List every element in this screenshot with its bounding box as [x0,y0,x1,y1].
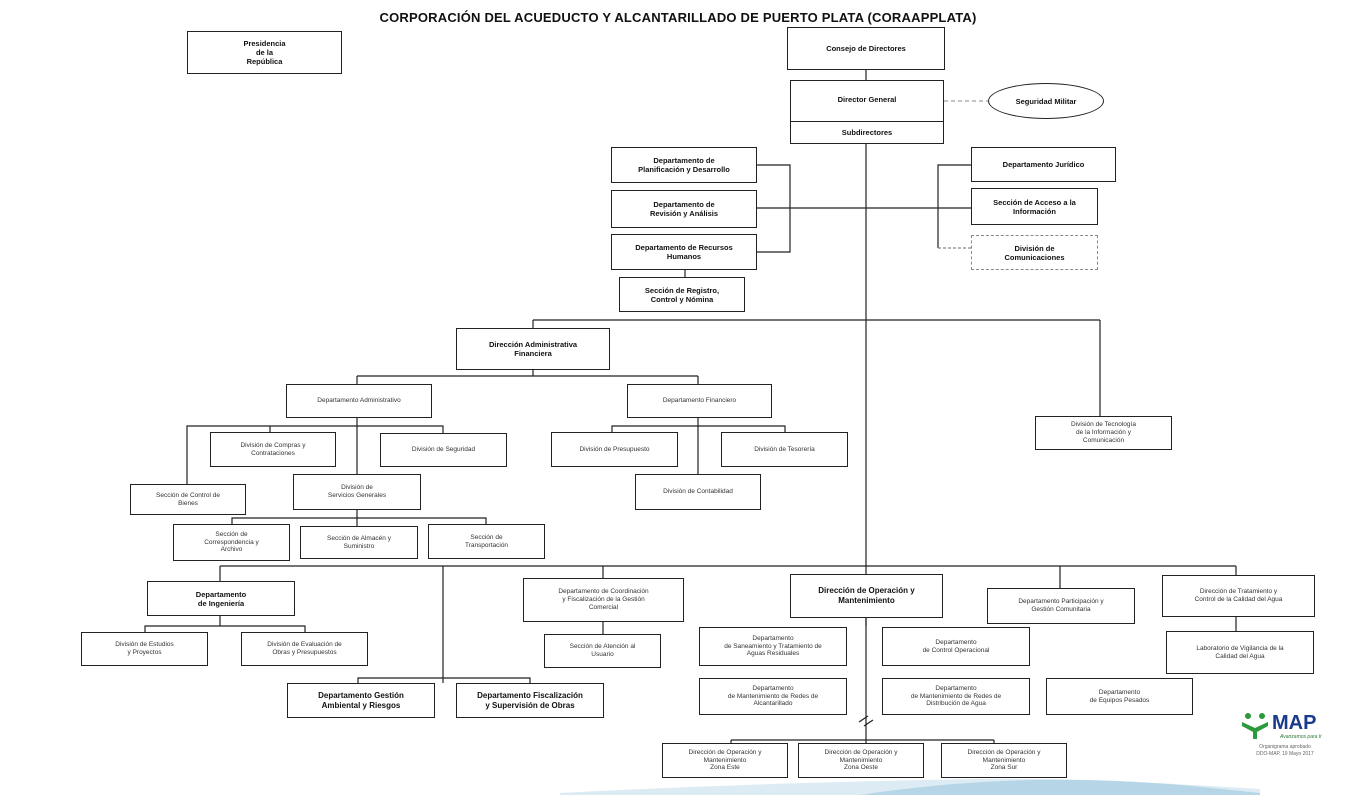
estudios-proyectos-box: División de Estudios y Proyectos [81,632,208,666]
zona-este-box: Dirección de Operación y Mantenimiento Z… [662,743,788,778]
juridico-box: Departamento Jurídico [971,147,1116,182]
presidencia-box: Presidencia de la República [187,31,342,74]
control-operacional-box: Departamento de Control Operacional [882,627,1030,666]
seguridad-box: División de Seguridad [380,433,507,467]
planificacion-box: Departamento de Planificación y Desarrol… [611,147,757,183]
acceso-informacion-box: Sección de Acceso a la Información [971,188,1098,225]
contabilidad-box: División de Contabilidad [635,474,761,510]
ingenieria-box: Departamento de Ingeniería [147,581,295,616]
recursos-humanos-box: Departamento de Recursos Humanos [611,234,757,270]
tratamiento-calidad-box: Dirección de Tratamiento y Control de la… [1162,575,1315,617]
revision-analisis-box: Departamento de Revisión y Análisis [611,190,757,228]
dir-operacion-box: Dirección de Operación y Mantenimiento [790,574,943,618]
tesoreria-box: División de Tesorería [721,432,848,467]
participacion-comunitaria-box: Departamento Participación y Gestión Com… [987,588,1135,624]
div-tic-box: División de Tecnología de la Información… [1035,416,1172,450]
chart-title: CORPORACIÓN DEL ACUEDUCTO Y ALCANTARILLA… [379,10,977,25]
atencion-usuario-box: Sección de Atención al Usuario [544,634,661,668]
map-logo-text: MAP [1272,712,1317,734]
seguridad-militar-ellipse: Seguridad Militar [988,83,1104,119]
map-logo-tagline: Avanzamos para ti [1280,734,1322,740]
decorative-wave [560,778,1260,795]
mant-alcantarillado-box: Departamento de Mantenimiento de Redes d… [699,678,847,715]
dir-administrativa-box: Dirección Administrativa Financiera [456,328,610,370]
dep-financiero-box: Departamento Financiero [627,384,772,418]
subdirectores-label: Subdirectores [790,121,944,143]
zona-oeste-box: Dirección de Operación y Mantenimiento Z… [798,743,924,778]
approval-note: Organigrama aprobado DDO-MAP, 19 Mayo 20… [1256,744,1314,757]
mant-distribucion-box: Departamento de Mantenimiento de Redes d… [882,678,1030,715]
correspondencia-box: Sección de Correspondencia y Archivo [173,524,290,561]
map-logo: MAP Avanzamos para ti Organigrama aproba… [1240,710,1340,770]
almacen-box: Sección de Almacén y Suministro [300,526,418,559]
dep-administrativo-box: Departamento Administrativo [286,384,432,418]
transportacion-box: Sección de Transportación [428,524,545,559]
director-general-box: Director General [790,80,944,144]
fiscalizacion-box: Departamento Fiscalización y Supervisión… [456,683,604,718]
coord-comercial-box: Departamento de Coordinación y Fiscaliza… [523,578,684,622]
saneamiento-box: Departamento de Saneamiento y Tratamient… [699,627,847,666]
consejo-directores-box: Consejo de Directores [787,27,945,70]
equipos-pesados-box: Departamento de Equipos Pesados [1046,678,1193,715]
map-logo-icon [1242,713,1268,739]
gestion-ambiental-box: Departamento Gestión Ambiental y Riesgos [287,683,435,718]
evaluacion-obras-box: División de Evaluación de Obras y Presup… [241,632,368,666]
comunicaciones-box: División de Comunicaciones [971,235,1098,270]
laboratorio-box: Laboratorio de Vigilancia de la Calidad … [1166,631,1314,674]
presupuesto-box: División de Presupuesto [551,432,678,467]
control-bienes-box: Sección de Control de Bienes [130,484,246,515]
director-general-label: Director General [837,95,897,104]
zona-sur-box: Dirección de Operación y Mantenimiento Z… [941,743,1067,778]
registro-nomina-box: Sección de Registro, Control y Nómina [619,277,745,312]
compras-box: División de Compras y Contrataciones [210,432,336,467]
servicios-generales-box: División de Servicios Generales [293,474,421,510]
